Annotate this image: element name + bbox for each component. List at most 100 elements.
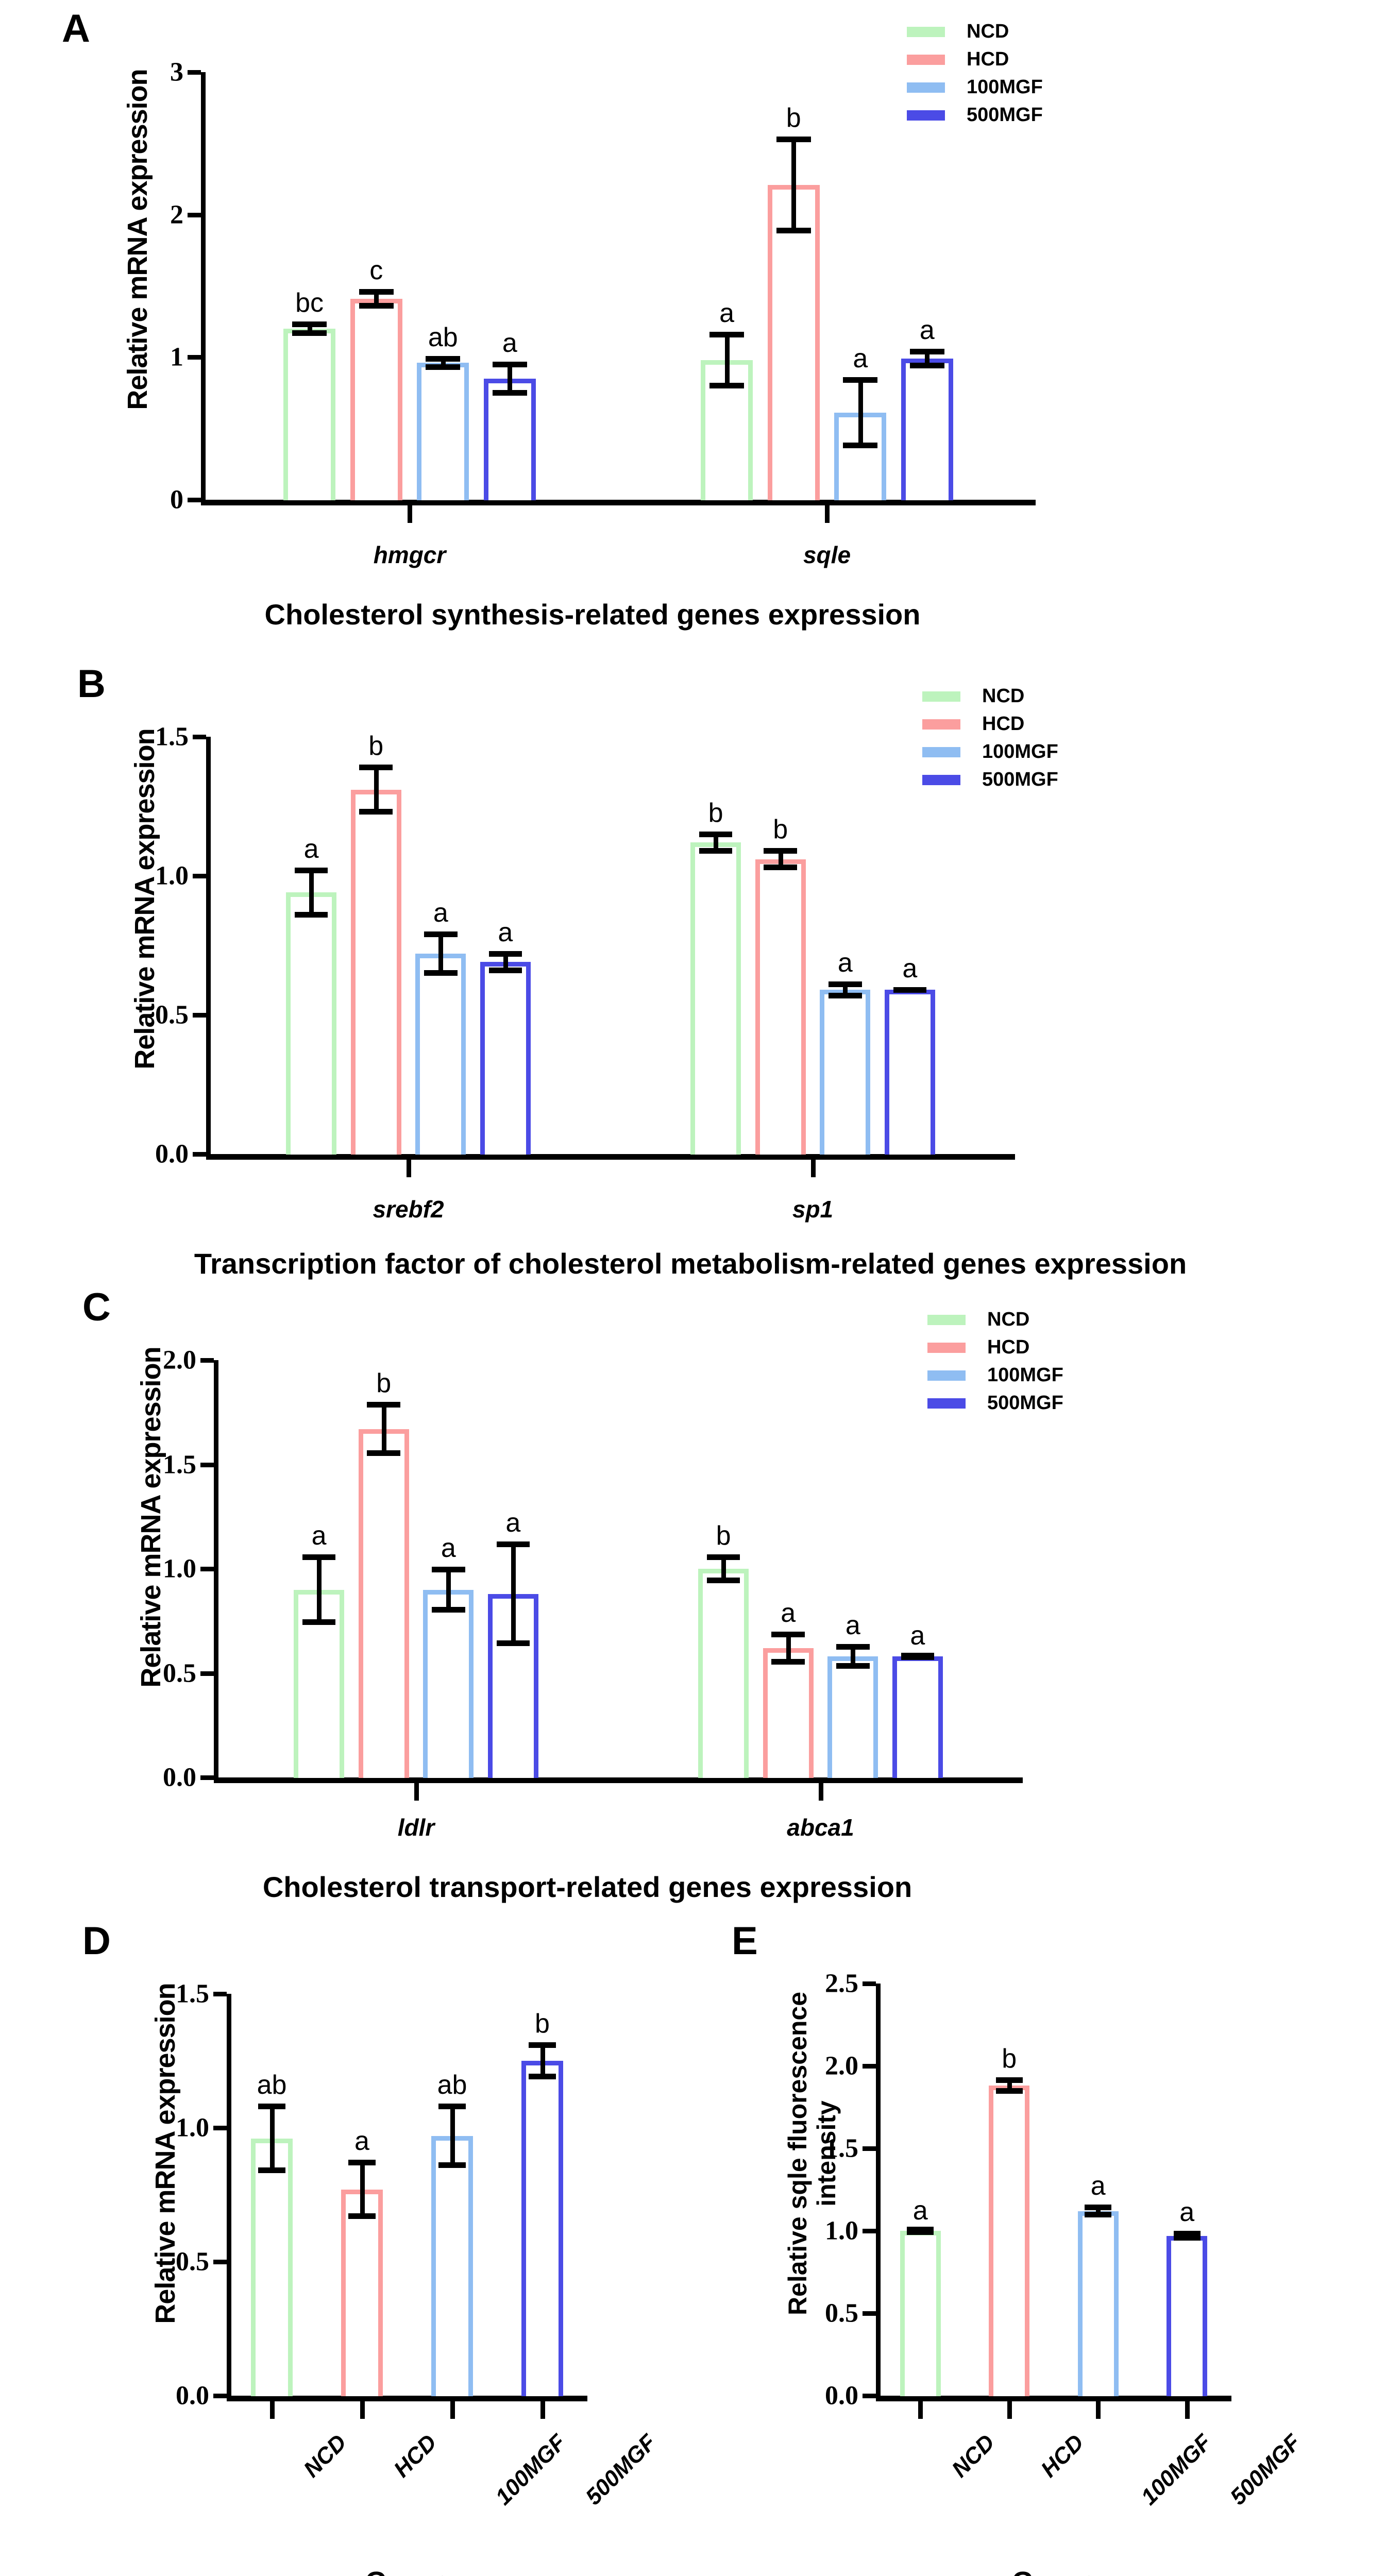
y-tick-D-1: [213, 2260, 227, 2264]
error-cap-top-B-5: [764, 848, 798, 854]
error-bar-A-0: [307, 321, 312, 336]
panel-caption-C: Cholesterol transport-related genes expr…: [262, 1871, 912, 1903]
significance-letter-B-3: a: [498, 917, 513, 947]
x-tick-E-1: [1007, 2401, 1012, 2419]
error-cap-bottom-C-3: [496, 1640, 530, 1646]
significance-letter-C-4: b: [716, 1520, 731, 1551]
legend-item-C-2[interactable]: 100MGF: [927, 1364, 1063, 1386]
x-axis-title-D: Group: [365, 2566, 449, 2576]
y-tick-E-2: [863, 2229, 876, 2233]
x-group-label-A-1: sqle: [803, 541, 851, 568]
legend-item-B-3[interactable]: 500MGF: [922, 769, 1058, 791]
y-tick-E-4: [863, 2064, 876, 2069]
panel-letter-A: A: [62, 7, 90, 50]
legend-swatch-NCD: [927, 1314, 966, 1325]
bar-E-2: [1077, 2211, 1119, 2396]
bar-B-7: [884, 990, 935, 1155]
panel-caption-A: Cholesterol synthesis-related genes expr…: [264, 598, 921, 631]
x-axis-title-E: Group: [1012, 2566, 1095, 2576]
x-tick-D-3: [540, 2401, 545, 2419]
legend-item-A-1[interactable]: HCD: [907, 48, 1009, 71]
error-cap-bottom-C-0: [302, 1619, 336, 1625]
error-cap-top-C-5: [771, 1631, 805, 1637]
error-bar-C-3: [511, 1541, 516, 1646]
error-bar-B-1: [374, 765, 379, 815]
bar-D-1: [341, 2189, 383, 2396]
y-tick-E-3: [863, 2146, 876, 2151]
x-tick-E-3: [1185, 2401, 1190, 2419]
y-tick-label-D-0: 0.0: [176, 2381, 209, 2411]
legend-item-B-1[interactable]: HCD: [922, 713, 1024, 735]
legend-swatch-HCD: [922, 719, 960, 730]
legend-item-B-2[interactable]: 100MGF: [922, 741, 1058, 763]
error-bar-B-5: [778, 848, 783, 871]
y-tick-label-E-1: 0.5: [825, 2298, 858, 2328]
legend-label-500MGF: 500MGF: [987, 1392, 1063, 1414]
legend-swatch-500MGF: [922, 774, 960, 785]
error-bar-A-3: [508, 361, 513, 396]
y-tick-C-1: [200, 1671, 214, 1676]
legend-label-HCD: HCD: [982, 713, 1025, 735]
x-tick-label-E-0: NCD: [947, 2430, 1000, 2483]
y-tick-label-E-5: 2.5: [825, 1969, 858, 1998]
legend-item-C-0[interactable]: NCD: [927, 1309, 1029, 1331]
y-axis-line-B: [206, 737, 211, 1154]
error-cap-top-A-0: [292, 321, 327, 328]
legend-swatch-NCD: [907, 26, 945, 37]
legend-item-A-0[interactable]: NCD: [907, 21, 1009, 43]
error-bar-E-1: [1007, 2077, 1012, 2094]
legend-item-A-3[interactable]: 500MGF: [907, 104, 1043, 126]
x-group-label-C-1: abca1: [787, 1814, 854, 1841]
bar-C-2: [423, 1589, 474, 1778]
bar-D-0: [251, 2138, 293, 2396]
error-cap-bottom-A-5: [776, 227, 811, 233]
significance-letter-B-5: b: [773, 815, 788, 844]
y-tick-C-2: [200, 1567, 214, 1571]
legend-item-B-0[interactable]: NCD: [922, 685, 1024, 707]
error-bar-C-2: [446, 1566, 451, 1613]
x-tick-label-E-2: 100MGF: [1136, 2430, 1217, 2510]
error-cap-top-A-2: [426, 355, 461, 362]
error-bar-C-6: [851, 1643, 856, 1669]
y-tick-E-0: [863, 2394, 876, 2398]
error-cap-bottom-B-6: [828, 992, 862, 998]
legend-item-C-3[interactable]: 500MGF: [927, 1392, 1063, 1414]
x-axis-line-D: [227, 2396, 587, 2401]
error-cap-bottom-A-3: [492, 390, 527, 396]
bar-C-7: [892, 1656, 943, 1778]
significance-letter-A-3: a: [502, 328, 517, 358]
error-bar-A-7: [925, 348, 930, 369]
legend-label-NCD: NCD: [987, 1309, 1030, 1330]
error-cap-bottom-B-7: [893, 987, 927, 993]
y-tick-label-D-2: 1.0: [176, 2113, 209, 2143]
error-cap-bottom-C-1: [367, 1450, 401, 1456]
error-cap-top-A-3: [492, 361, 527, 367]
error-cap-bottom-C-2: [431, 1607, 465, 1613]
error-cap-top-A-4: [709, 331, 744, 337]
error-cap-top-A-1: [359, 289, 394, 295]
y-axis-line-D: [227, 1994, 231, 2396]
x-tick-label-E-1: HCD: [1036, 2430, 1089, 2483]
bar-A-7: [901, 359, 954, 500]
error-cap-bottom-E-0: [907, 2227, 934, 2233]
legend-item-A-2[interactable]: 100MGF: [907, 76, 1043, 98]
y-axis-title-A: Relative mRNA expression: [122, 69, 153, 410]
error-cap-top-E-1: [995, 2077, 1023, 2083]
y-tick-label-C-4: 2.0: [163, 1345, 196, 1375]
error-cap-top-C-4: [706, 1554, 740, 1560]
significance-letter-A-4: a: [719, 298, 735, 328]
error-cap-bottom-C-7: [901, 1653, 935, 1659]
legend-swatch-100MGF: [927, 1370, 966, 1381]
error-cap-bottom-B-2: [424, 970, 458, 976]
x-tick-label-D-1: HCD: [388, 2430, 442, 2483]
significance-letter-A-1: c: [369, 255, 383, 285]
significance-letter-D-3: b: [535, 2008, 550, 2039]
significance-letter-E-1: b: [1002, 2044, 1017, 2074]
y-tick-label-E-2: 1.0: [825, 2216, 858, 2246]
error-cap-top-C-2: [431, 1566, 465, 1572]
legend-item-C-1[interactable]: HCD: [927, 1336, 1029, 1359]
error-bar-A-1: [374, 289, 379, 309]
